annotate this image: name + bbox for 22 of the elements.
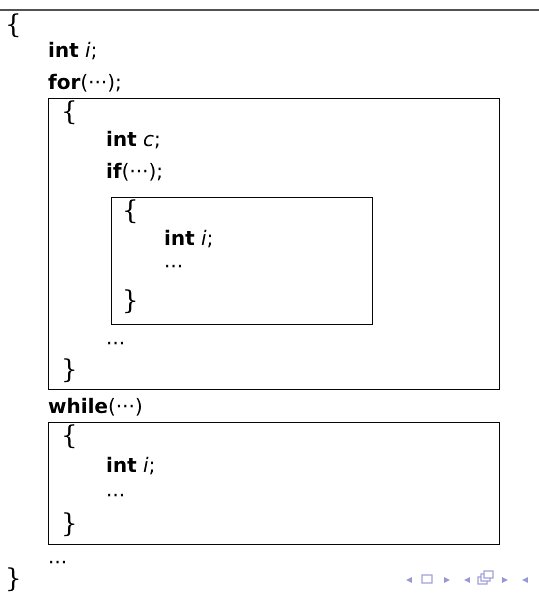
code-line: int i;: [106, 455, 156, 475]
curly-brace: }: [61, 511, 78, 537]
code-line: int i;: [164, 228, 214, 248]
code-line: int i;: [48, 40, 98, 60]
curly-brace: }: [61, 357, 78, 383]
curly-brace: {: [61, 423, 78, 449]
code-line: ···: [106, 333, 126, 353]
code-line: int c;: [106, 129, 161, 149]
curly-brace: }: [5, 566, 22, 592]
curly-brace: {: [61, 99, 78, 125]
code-line: while(···): [48, 396, 143, 416]
curly-brace: }: [122, 288, 139, 314]
code-line: for(···);: [48, 72, 122, 92]
code-block-box: [111, 197, 373, 325]
code-block-box: [48, 98, 500, 390]
code-line: ···: [106, 485, 126, 505]
curly-brace: {: [5, 12, 22, 38]
code-block-box: [48, 422, 500, 545]
code-line: ···: [164, 256, 184, 276]
curly-brace: {: [122, 198, 139, 224]
code-line: ···: [48, 552, 68, 572]
code-line: if(···);: [106, 161, 163, 181]
